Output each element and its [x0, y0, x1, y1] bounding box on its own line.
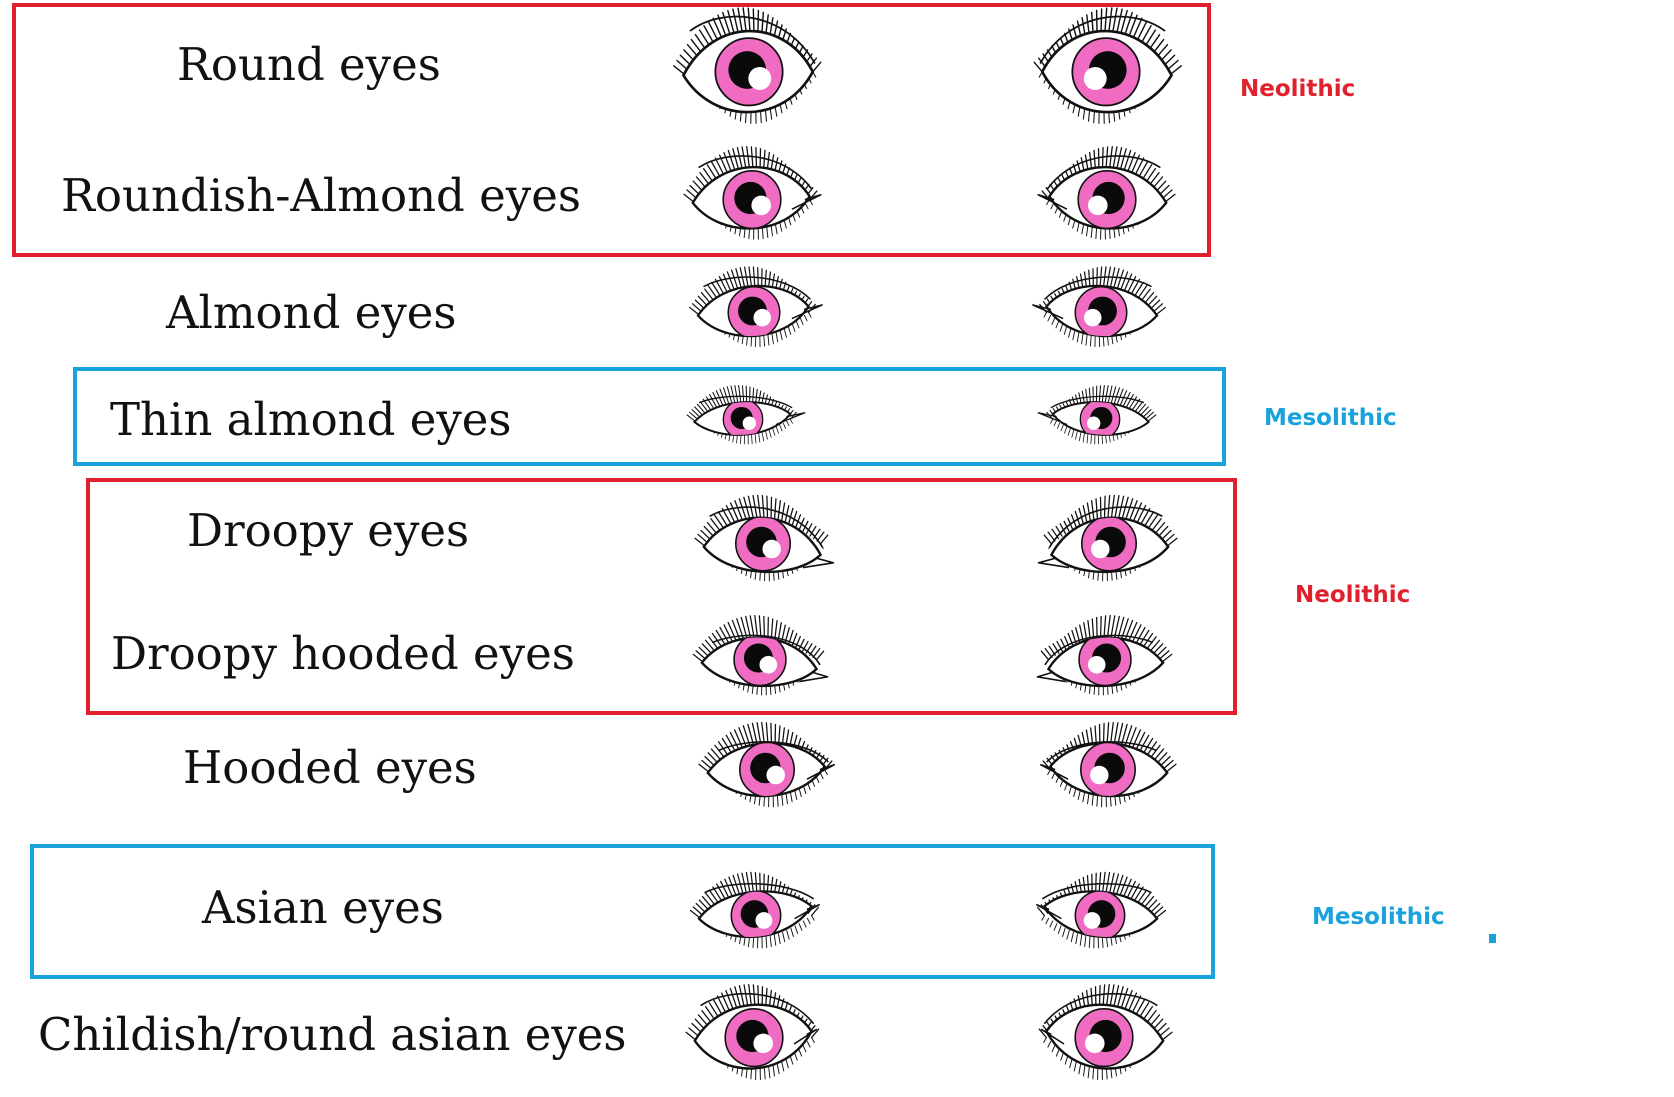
eye-thin-almond-left	[686, 385, 806, 445]
era-label-mesolithic-thin-almond: Mesolithic	[1264, 405, 1397, 431]
eye-round-left	[673, 7, 822, 124]
eye-roundish-almond-left	[683, 146, 822, 240]
eye-childish-round-asian-right	[1038, 984, 1173, 1081]
row-label-roundish-almond: Roundish-Almond eyes	[61, 169, 581, 222]
row-label-droopy-hooded: Droopy hooded eyes	[111, 627, 575, 680]
row-label-droopy: Droopy eyes	[187, 504, 470, 557]
eye-droopy-hooded-left	[692, 615, 829, 696]
group-box-neolithic-droopy	[86, 478, 1237, 715]
group-box-neolithic-top	[12, 3, 1211, 257]
eye-asian-right	[1035, 871, 1167, 949]
eye-thin-almond-right	[1037, 385, 1157, 445]
eye-droopy-left	[694, 494, 835, 582]
era-label-neolithic-droopy: Neolithic	[1295, 582, 1411, 608]
era-label-neolithic-top: Neolithic	[1240, 76, 1356, 102]
eye-asian-left	[689, 871, 821, 949]
stray-blue-mark	[1489, 934, 1496, 943]
eye-roundish-almond-right	[1037, 146, 1176, 240]
group-box-mesolithic-thin-almond	[73, 367, 1226, 466]
eye-almond-right	[1032, 266, 1166, 348]
row-label-hooded: Hooded eyes	[183, 741, 477, 794]
eye-hooded-left	[698, 721, 835, 808]
eye-droopy-right	[1037, 494, 1178, 582]
row-label-thin-almond: Thin almond eyes	[110, 393, 512, 446]
eye-almond-left	[689, 266, 823, 348]
eye-hooded-right	[1040, 721, 1177, 808]
row-label-round: Round eyes	[177, 38, 441, 91]
eye-childish-round-asian-left	[685, 984, 820, 1081]
group-box-mesolithic-asian	[30, 844, 1215, 979]
eye-round-right	[1033, 7, 1182, 124]
row-label-childish-round-asian: Childish/round asian eyes	[38, 1008, 627, 1061]
era-label-mesolithic-asian: Mesolithic	[1312, 904, 1445, 930]
eye-droopy-hooded-right	[1036, 615, 1173, 696]
row-label-almond: Almond eyes	[166, 286, 457, 339]
row-label-asian: Asian eyes	[202, 881, 444, 934]
